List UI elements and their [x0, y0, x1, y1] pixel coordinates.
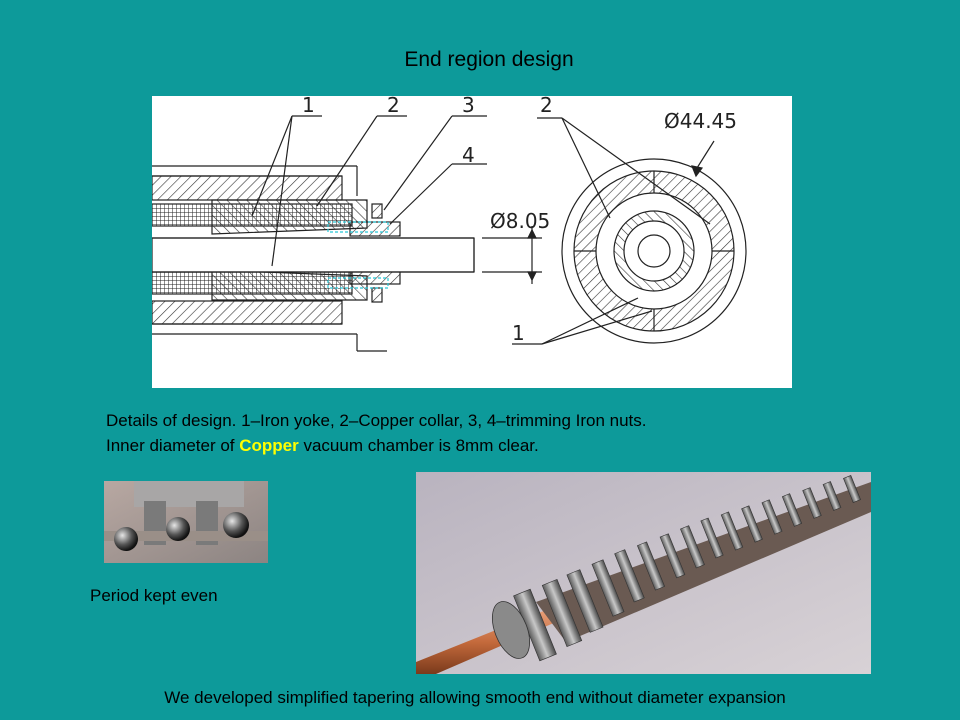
cross-section-view [512, 117, 747, 345]
label-1-right: 1 [512, 321, 525, 345]
label-3: 3 [462, 96, 475, 117]
photo-period [104, 481, 268, 563]
dimension-outer: Ø44.45 [664, 109, 737, 133]
drawing-svg: 1 2 3 4 2 1 Ø44.45 Ø8.05 [151, 93, 747, 352]
caption: Details of design. 1–Iron yoke, 2–Copper… [106, 408, 906, 458]
caption-highlight: Copper [239, 436, 299, 455]
technical-drawing: 1 2 3 4 2 1 Ø44.45 Ø8.05 [151, 93, 792, 388]
bottom-text: We developed simplified tapering allowin… [164, 688, 786, 707]
slide-title: End region design [404, 48, 574, 71]
label-2-right: 2 [540, 96, 553, 117]
label-4: 4 [462, 143, 475, 167]
side-view [151, 115, 542, 352]
period-label: Period kept even [90, 586, 218, 605]
caption-line-2-end: vacuum chamber is 8mm clear. [298, 436, 539, 455]
dimension-inner: Ø8.05 [490, 209, 550, 233]
caption-line-2-start: Inner diameter of [106, 436, 240, 455]
photo-period-image [104, 481, 268, 563]
photo-tapering [416, 472, 871, 674]
photo-tapering-image [416, 472, 871, 674]
label-1: 1 [302, 96, 315, 117]
label-2: 2 [387, 96, 400, 117]
caption-line-2: Inner diameter of Copper vacuum chamber … [106, 433, 906, 458]
caption-line-1: Details of design. 1–Iron yoke, 2–Copper… [106, 411, 647, 430]
